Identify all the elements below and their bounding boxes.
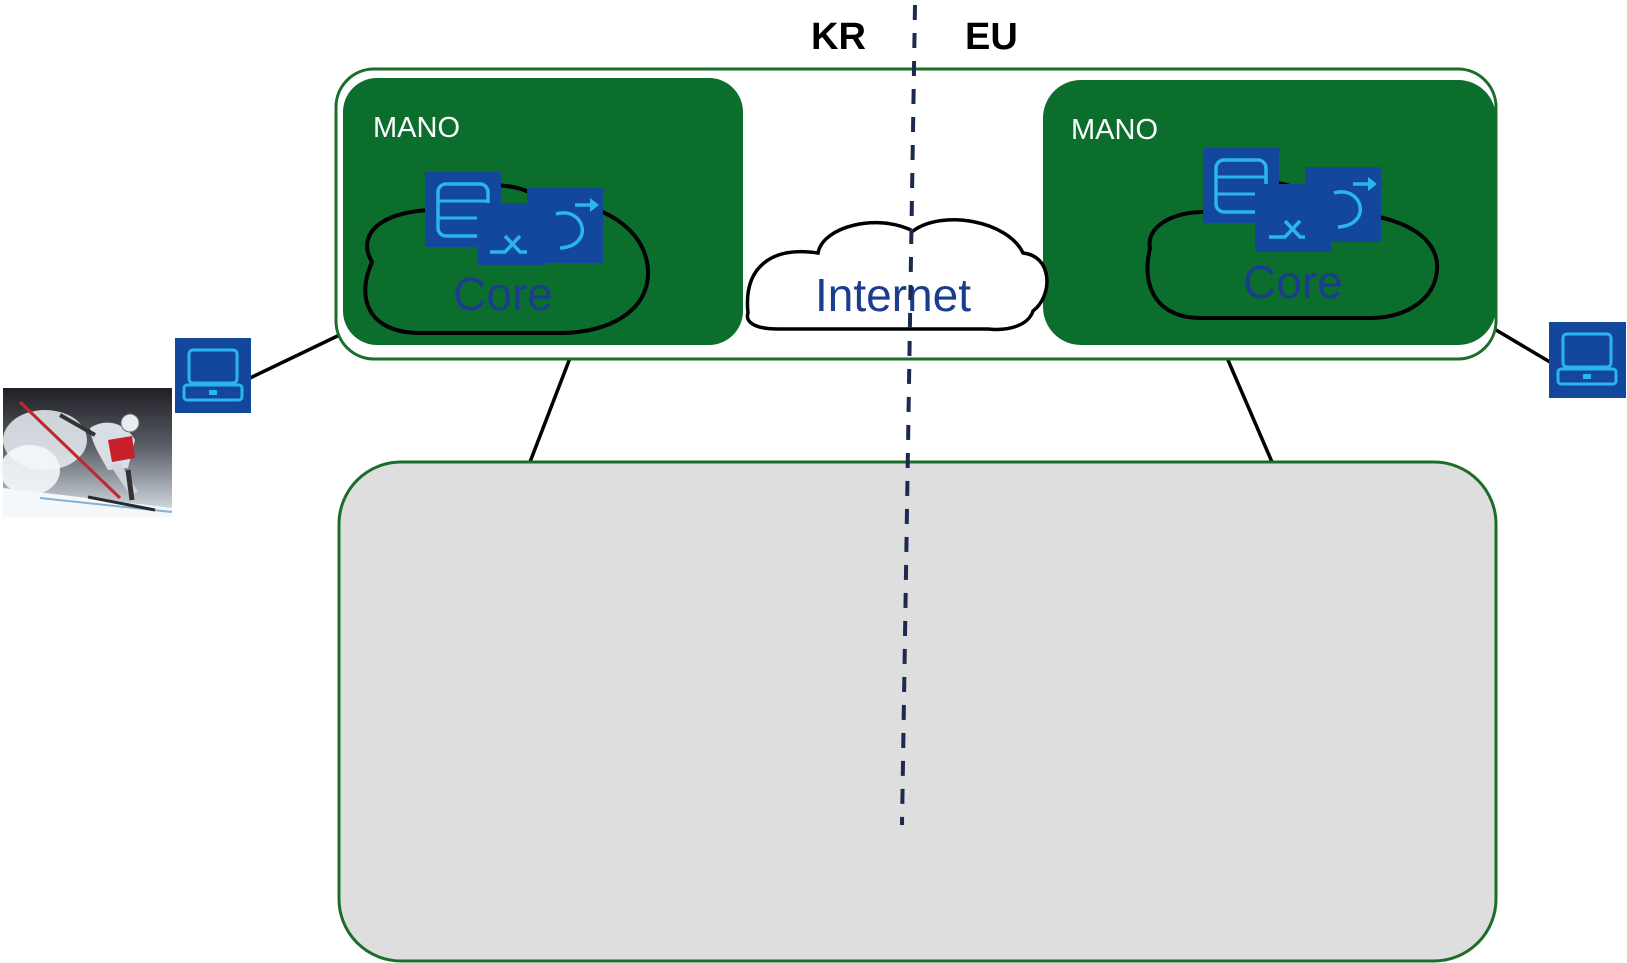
internet-label: Internet bbox=[815, 269, 971, 321]
core-label-left: Core bbox=[453, 268, 553, 320]
rotate-arrow-icon bbox=[1305, 167, 1381, 242]
laptop-left bbox=[175, 338, 251, 413]
region-label-left: KR bbox=[811, 16, 866, 58]
laptop-right bbox=[1549, 322, 1626, 398]
lower-panel bbox=[337, 460, 1498, 963]
core-label-right: Core bbox=[1243, 256, 1343, 308]
skier-photo bbox=[0, 388, 173, 517]
site-right: MANO Core bbox=[1043, 80, 1496, 345]
rotate-arrow-icon bbox=[527, 188, 603, 263]
internet-cloud: Internet bbox=[745, 218, 1049, 332]
vnf-icons-left bbox=[425, 172, 603, 265]
site-left: MANO Core bbox=[343, 78, 743, 345]
mano-label-right: MANO bbox=[1071, 114, 1158, 146]
mano-label-left: MANO bbox=[373, 112, 460, 144]
region-divider bbox=[900, 4, 917, 826]
region-label-right: EU bbox=[965, 16, 1018, 58]
vnf-icons-right bbox=[1203, 148, 1381, 252]
